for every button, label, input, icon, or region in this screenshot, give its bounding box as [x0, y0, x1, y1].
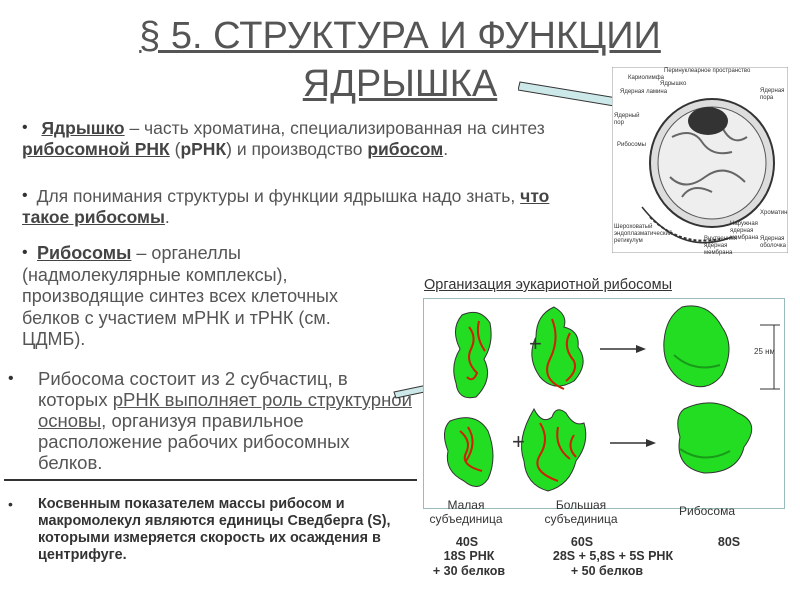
svg-text:+: +	[529, 331, 542, 356]
small-rna: 18S РНК	[443, 549, 495, 563]
ribosome-drawing: + +	[444, 305, 780, 492]
text: ) и производство	[226, 139, 368, 159]
small-subunit-label: Малая субъединица	[429, 498, 503, 526]
bullet-dot: •	[22, 119, 28, 136]
bullet-dot: •	[8, 370, 14, 387]
ribosome-label: Рибосома	[679, 504, 735, 518]
term-ribosomes: Рибосомы	[37, 243, 132, 263]
svedberg-note: Косвенным показателем массы рибосом и ма…	[38, 496, 391, 563]
text: – органеллы (надмолекулярные комплексы),…	[22, 243, 338, 349]
label-ribosomes: Рибосомы	[617, 142, 646, 148]
title-line-1: § 5. СТРУКТУРА И ФУНКЦИИ	[139, 15, 661, 57]
label-pore: Ядерная пора	[760, 88, 785, 101]
large-subunit-label: Большая субъединица	[544, 498, 618, 526]
large-s: 60S	[570, 535, 594, 549]
scale-label: 25 нм	[754, 347, 776, 356]
bullet-dot: •	[8, 496, 13, 512]
label-nucleolus: Ядрышко	[660, 81, 687, 87]
ribo-s: 80S	[717, 535, 741, 549]
label-envelope: Ядерная оболочка	[760, 236, 786, 249]
small-s: 40S	[455, 535, 479, 549]
label-lamina: Ядерная ламина	[620, 89, 668, 95]
term-nucleolus: Ядрышко	[41, 118, 125, 138]
label-pore-2: Ядерный пор	[614, 113, 640, 126]
bullet-dot: •	[22, 244, 28, 261]
label-outer-membrane: Наружная ядерная мембрана	[730, 221, 759, 241]
svg-text:+: +	[512, 429, 525, 454]
text: Для понимания структуры и функции ядрышк…	[31, 186, 521, 206]
ribosome-paragraph: Рибосома состоит из 2 субчастиц, в котор…	[38, 368, 413, 473]
bullet-ribosomes: Рибосомы – органеллы (надмолекулярные ко…	[22, 243, 362, 351]
small-proteins: + 30 белков	[432, 564, 506, 578]
nucleus-illustration	[612, 67, 788, 253]
title-line-2: ЯДРЫШКА	[302, 63, 498, 105]
text: .	[443, 139, 449, 159]
text: – часть хроматина, специализированная на…	[124, 118, 545, 138]
bullet-dot: •	[22, 187, 28, 204]
label-chromatin: Хроматин	[760, 210, 788, 216]
label-inner-membrane: Внутренняя ядерная мембрана	[704, 236, 737, 256]
large-proteins: + 50 белков	[570, 564, 644, 578]
em-rrna: рибосомной РНК	[22, 139, 170, 159]
diagram-caption: Организация эукариотной рибосомы	[424, 277, 673, 293]
bullet-understanding: Для понимания структуры и функции ядрышк…	[22, 186, 582, 228]
text: Рибосома состоит из 2 субчастиц, в котор…	[38, 368, 348, 410]
label-perinuclear: Перинуклеарное пространство	[664, 68, 751, 74]
em-ribosomes: рибосом	[367, 139, 444, 159]
text: (	[169, 139, 181, 159]
text: .	[164, 207, 170, 227]
ribosome-diagram: + + 25 нм	[423, 298, 785, 509]
divider	[4, 479, 417, 481]
em-what-ribosomes: что такое рибосомы	[22, 186, 550, 227]
large-rna: 28S + 5,8S + 5S РНК	[552, 549, 674, 563]
text: , организуя правильное расположение рабо…	[38, 410, 350, 473]
em-rrna-abbr: рРНК	[180, 139, 227, 159]
em-structural: рРНК выполняет роль структурной основы	[38, 389, 412, 431]
label-rough-er: Шероховатый эндоплазматический ретикулум	[614, 224, 673, 244]
label-karyolymph: Кариолимфа	[628, 75, 664, 81]
bullet-nucleolus: Ядрышко – часть хроматина, специализиров…	[22, 118, 592, 160]
